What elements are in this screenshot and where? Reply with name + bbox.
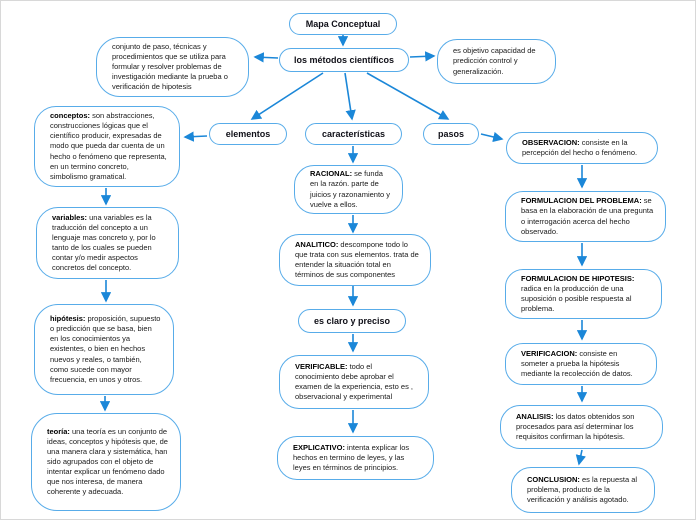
node-text: es la repuesta al problema, producto de … [527,474,638,505]
node-text: todo el conocimiento debe aprobar el exa… [295,361,413,402]
node-text: una teoría es un conjunto de ideas, conc… [47,426,168,497]
node-objetivo[interactable]: es objetivo capacidad de predicción cont… [437,39,556,84]
node-analitico[interactable]: ANALITICO: descompone todo lo que trata … [279,234,431,286]
node-text: se funda en la razón. parte de juicios y… [310,169,391,209]
node-teoria[interactable]: teoría: una teoría es un conjunto de ide… [31,413,181,511]
node-elementos[interactable]: elementos [209,123,287,145]
node-term: conceptos: [50,111,91,121]
node-text: consiste en la percepción del hecho o fe… [522,137,638,157]
node-term: RACIONAL: [310,169,353,179]
node-term: VERIFICABLE: [295,361,348,371]
node-text: consiste en someter a prueba la hipótesi… [521,348,633,379]
node-pasos[interactable]: pasos [423,123,479,145]
connector-metodos-elementos [250,72,324,120]
node-text: intenta explicar los hechos en termino d… [293,442,410,473]
node-text: son abstracciones, construcciones lógica… [50,111,167,181]
node-mapa-conceptual[interactable]: Mapa Conceptual [289,13,397,35]
node-term: ANALISIS: [516,411,554,421]
node-label: es claro y preciso [313,315,391,326]
node-label: elementos [225,128,271,139]
node-conceptos[interactable]: conceptos: son abstracciones, construcci… [34,106,180,187]
node-caracteristicas[interactable]: características [305,123,402,145]
connector-metodos-pasos [366,72,450,120]
connector-metodos-conjunto [253,52,279,63]
connector-metodos-caracteristicas [344,72,356,121]
node-text: radica en la producción de una suposició… [521,283,632,314]
node-observacion[interactable]: OBSERVACION: consiste en la percepción d… [506,132,658,164]
node-term: OBSERVACION: [522,137,580,147]
node-verificable[interactable]: VERIFICABLE: todo el conocimiento debe a… [279,355,429,409]
node-text: descompone todo lo que trata con sus ele… [295,239,419,280]
node-text: conjunto de paso, técnicas y procedimien… [112,41,228,92]
node-label: los métodos científicos [293,54,395,65]
node-explicativo[interactable]: EXPLICATIVO: intenta explicar los hechos… [277,436,434,480]
node-hipotesis[interactable]: hipótesis: proposición, supuesto o predi… [34,304,174,395]
node-formulacion-problema[interactable]: FORMULACION DEL PROBLEMA: se basa en la … [505,191,666,242]
node-term: variables: [52,212,88,222]
node-term: EXPLICATIVO: [293,442,345,452]
node-term: ANALITICO: [295,239,339,249]
node-term: FORMULACION DE HIPOTESIS: [521,273,635,283]
node-term: VERIFICACION: [521,348,578,358]
node-term: teoría: [47,426,70,436]
node-term: CONCLUSION: [527,474,580,484]
node-label: Mapa Conceptual [305,18,381,29]
node-term: FORMULACION DEL PROBLEMA: [521,196,642,206]
connector-analisis-conclusion [575,449,586,466]
node-verificacion[interactable]: VERIFICACION: consiste en someter a prue… [505,343,657,385]
node-label: características [321,128,386,139]
node-text: los datos obtenidos son procesados para … [516,411,635,442]
node-analisis[interactable]: ANALISIS: los datos obtenidos son proces… [500,405,663,449]
node-text: se basa en la elaboración de una pregunt… [521,196,654,236]
node-term: hipótesis: [50,314,86,324]
node-racional[interactable]: RACIONAL: se funda en la razón. parte de… [294,165,403,214]
node-text: es objetivo capacidad de predicción cont… [453,46,536,76]
connector-metodos-objetivo [409,51,436,62]
node-definicion-conjunto[interactable]: conjunto de paso, técnicas y procedimien… [96,37,249,97]
connector-elementos-conceptos [183,131,208,142]
node-label: pasos [437,128,464,139]
node-metodos-cientificos[interactable]: los métodos científicos [279,48,409,72]
node-conclusion[interactable]: CONCLUSION: es la repuesta al problema, … [511,467,655,513]
node-formulacion-hipotesis[interactable]: FORMULACION DE HIPOTESIS: radica en la p… [505,269,662,319]
node-es-claro-y-preciso[interactable]: es claro y preciso [298,309,406,333]
node-variables[interactable]: variables: una variables es la traducció… [36,207,179,279]
node-text: proposición, supuesto o predicción que s… [50,314,161,384]
connector-pasos-observacion [480,131,504,143]
node-text: una variables es la traducción del conce… [52,212,156,273]
